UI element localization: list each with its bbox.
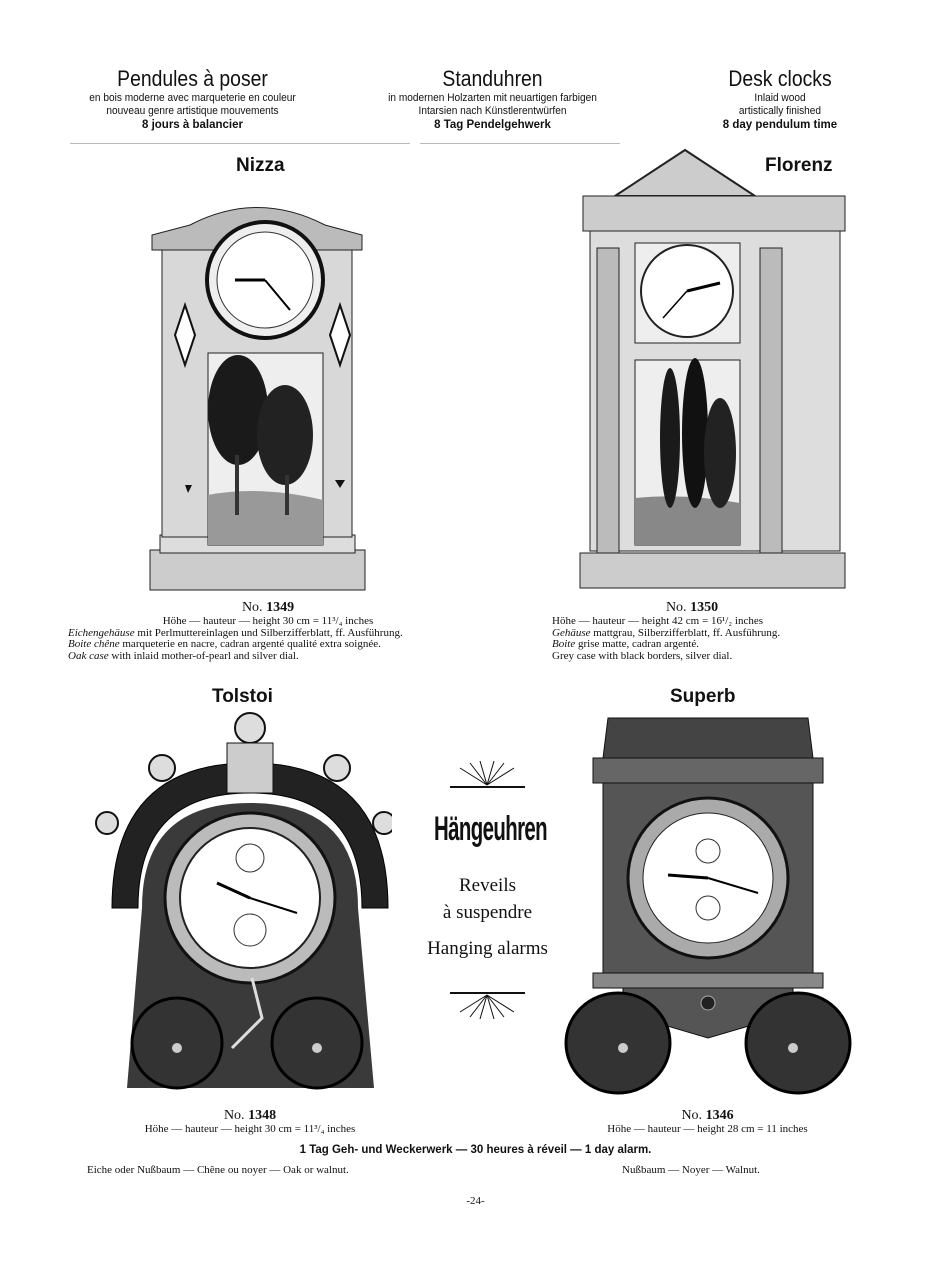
desc-rest: marqueterie en nacre, cadran argenté qua… [120, 638, 381, 650]
desc-em: Eichengehäuse [68, 627, 135, 639]
header-line: Intarsien nach Künstlerentwürfen [361, 105, 623, 118]
florenz-caption: No. 1350 Höhe — hauteur — height 42 cm =… [552, 600, 832, 662]
desc-rest: with inlaid mother-of-pearl and silver d… [109, 650, 299, 662]
header-line: artistically finished [688, 105, 872, 118]
center-subtitle: Reveils à suspendre Hanging alarms [410, 872, 565, 962]
superb-clock-image [563, 713, 855, 1103]
header-rule [420, 143, 620, 144]
nizza-caption: No. 1349 Höhe — hauteur — height 30 cm =… [68, 600, 468, 662]
model-prefix: No. [224, 1108, 245, 1123]
model-number: 1348 [248, 1108, 276, 1123]
model-prefix: No. [681, 1108, 702, 1123]
page-number: -24- [0, 1196, 951, 1208]
desc-em: Boite chêne [68, 638, 120, 650]
center-title: Hängeuhren [434, 810, 536, 849]
desc-em: Gehäuse [552, 627, 591, 639]
model-prefix: No. [666, 600, 687, 615]
desc-rest: mattgrau, Silberzifferblatt, ff. Ausführ… [591, 627, 781, 639]
header-title: Standuhren [367, 66, 618, 92]
alarm-line: 1 Tag Geh- und Weckerwerk — 30 heures à … [0, 1144, 951, 1156]
header-rule [70, 143, 410, 144]
sunburst-ornament-bottom [450, 990, 525, 1020]
header-desk-clocks: Desk clocks Inlaid wood artistically fin… [680, 66, 880, 133]
model-prefix: No. [242, 600, 263, 615]
desc-rest: mit Perlmuttereinlagen und Silberzifferb… [135, 627, 403, 639]
nizza-clock-image [140, 195, 375, 600]
header-title: Desk clocks [692, 66, 868, 92]
clock-name: Tolstoi [212, 686, 273, 708]
superb-caption: No. 1346 Höhe — hauteur — height 28 cm =… [575, 1108, 840, 1136]
center-line: Reveils [410, 872, 565, 899]
desc-em: Boite [552, 638, 575, 650]
desc-em: Oak case [68, 650, 109, 662]
desc-rest: Grey case with black borders, silver dia… [552, 650, 732, 662]
header-title: Pendules à poser [72, 66, 314, 92]
tolstoi-clock-image [92, 708, 392, 1103]
florenz-clock-image [575, 148, 850, 593]
desc-line: Oak case with inlaid mother-of-pearl and… [68, 651, 468, 663]
superb-wood: Nußbaum — Noyer — Walnut. [622, 1165, 760, 1177]
tolstoi-caption: No. 1348 Höhe — hauteur — height 30 cm =… [110, 1108, 390, 1136]
header-line: en bois moderne avec marqueterie en coul… [66, 92, 319, 105]
header-line: Inlaid wood [688, 92, 872, 105]
header-pendules: Pendules à poser en bois moderne avec ma… [55, 66, 330, 133]
desc-line: Grey case with black borders, silver dia… [552, 651, 832, 663]
tolstoi-wood: Eiche oder Nußbaum — Chêne ou noyer — Oa… [87, 1165, 349, 1177]
center-line: Hanging alarms [410, 935, 565, 962]
header-bold: 8 day pendulum time [680, 118, 880, 133]
header-line: in modernen Holzarten mit neuartigen far… [361, 92, 623, 105]
header-bold: 8 jours à balancier [55, 118, 330, 133]
center-heading: Hängeuhren [400, 810, 570, 849]
model-number: 1346 [706, 1108, 734, 1123]
header-standuhren: Standuhren in modernen Holzarten mit neu… [350, 66, 635, 133]
height-line: Höhe — hauteur — height 30 cm = 11³/₄ in… [110, 1124, 390, 1136]
header-line: nouveau genre artistique mouvements [66, 105, 319, 118]
sunburst-ornament-top [450, 760, 525, 790]
center-line: à suspendre [410, 899, 565, 926]
height-line: Höhe — hauteur — height 28 cm = 11 inche… [575, 1124, 840, 1136]
model-number: 1350 [690, 600, 718, 615]
model-number: 1349 [266, 600, 294, 615]
header-bold: 8 Tag Pendelgehwerk [350, 118, 635, 133]
desc-rest: grise matte, cadran argenté. [575, 638, 699, 650]
clock-name: Nizza [236, 155, 285, 177]
clock-name: Superb [670, 686, 735, 708]
